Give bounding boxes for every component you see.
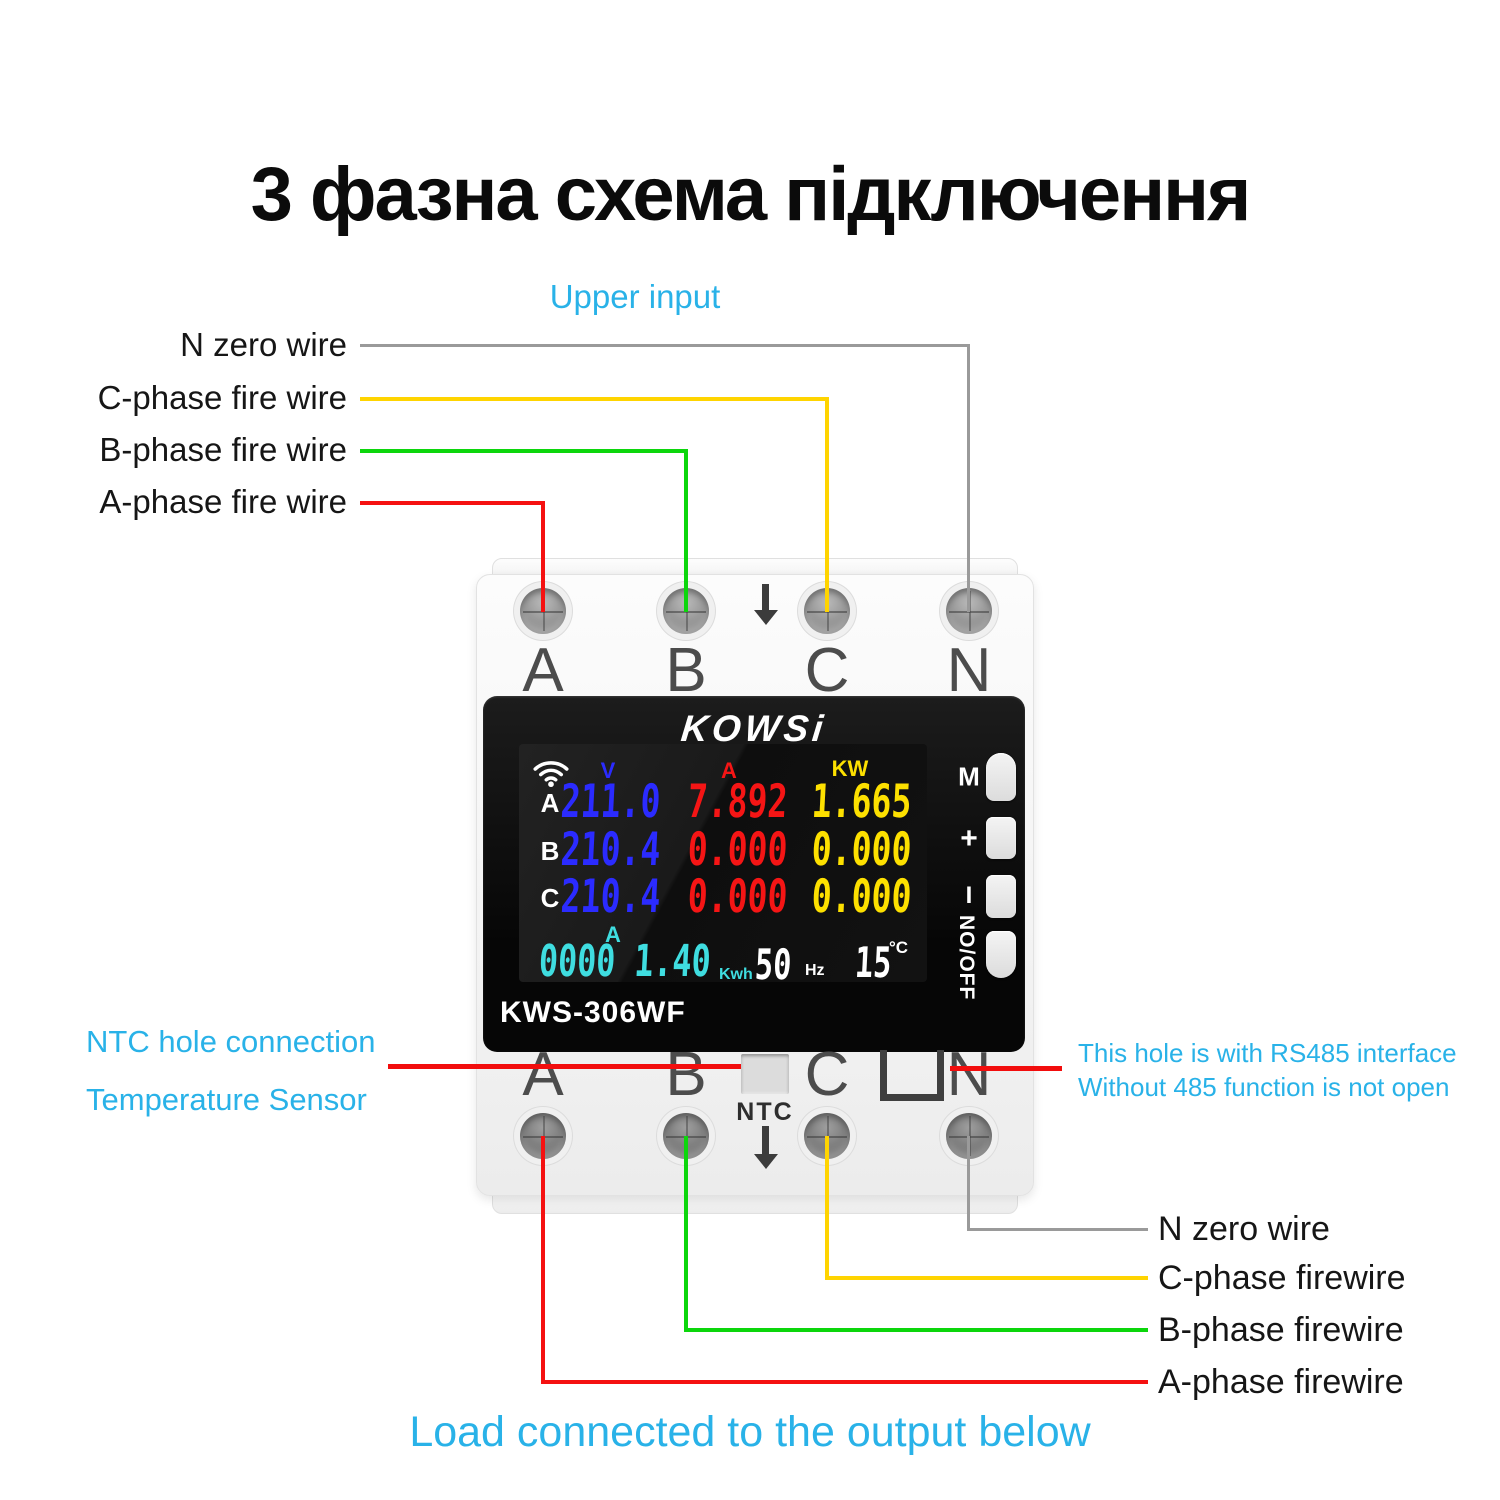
label-n-zero-wire-top: N zero wire (180, 326, 347, 363)
power-column-header: KW (831, 756, 869, 781)
terminal-letter-bottom-n: N (946, 1040, 992, 1109)
phase-b-power: 0.000 (809, 822, 913, 876)
wifi-icon (533, 761, 569, 788)
upper-input-label: Upper input (549, 278, 721, 315)
current-column-header: A (721, 758, 737, 783)
rs485-hole-mark-right (911, 1050, 944, 1101)
button-label-i: I (965, 882, 973, 909)
label-c-phase-fire-wire-top: C-phase fire wire (97, 379, 347, 416)
wire-b-bottom-vertical (684, 1136, 688, 1332)
label-b-phase-fire-wire-top: B-phase fire wire (99, 431, 347, 468)
ntc-leader-line (388, 1064, 741, 1069)
label-c-phase-firewire-bottom: C-phase firewire (1158, 1259, 1406, 1297)
frequency-unit: Hz (805, 962, 825, 979)
ntc-label: NTC (736, 1098, 794, 1126)
m-button (986, 753, 1016, 801)
label-a-phase-firewire-bottom: A-phase firewire (1158, 1363, 1404, 1401)
status-phase-indicator: A (605, 922, 621, 947)
wire-n-top-horizontal (360, 344, 970, 347)
wire-b-top-horizontal (360, 449, 688, 453)
wire-c-top-vertical (825, 397, 829, 612)
wire-c-bottom-vertical (825, 1136, 829, 1280)
phase-b-label: B (540, 836, 560, 866)
ntc-hole (741, 1054, 789, 1094)
lcd-screen: V A KW A 211.0 7.892 1.665 B 210.4 0.000… (519, 744, 927, 989)
frequency-reading: 50 (753, 940, 793, 989)
terminal-letter-bottom-b: B (665, 1040, 707, 1109)
output-arrow-icon (762, 1126, 769, 1154)
wire-a-bottom-vertical (541, 1136, 545, 1384)
load-output-note: Load connected to the output below (409, 1408, 1091, 1456)
button-label-m: M (958, 761, 980, 792)
button-label-plus: + (960, 822, 978, 855)
wire-b-top-vertical (684, 449, 688, 612)
terminal-letter-top-a: A (522, 636, 564, 705)
wire-c-top-horizontal (360, 397, 829, 401)
wire-c-bottom-horizontal (825, 1276, 1148, 1280)
button-label-no-off: NO/OFF (955, 915, 978, 1001)
rs485-leader-line (950, 1066, 1062, 1071)
voltage-column-header: V (600, 758, 616, 783)
label-b-phase-firewire-bottom: B-phase firewire (1158, 1311, 1404, 1349)
label-a-phase-fire-wire-top: A-phase fire wire (99, 483, 347, 520)
terminal-letter-top-c: C (804, 636, 850, 705)
input-arrow-icon (762, 584, 769, 610)
wire-b-bottom-horizontal (684, 1328, 1148, 1332)
plus-button (986, 817, 1016, 859)
wire-a-top-vertical (541, 501, 545, 612)
terminal-letter-top-n: N (946, 636, 992, 705)
phase-c-power: 0.000 (809, 869, 913, 923)
i-button (986, 875, 1016, 918)
ntc-note-line1: NTC hole connection (86, 1024, 376, 1059)
wire-n-bottom-vertical (967, 1136, 970, 1231)
no-off-button (986, 931, 1016, 978)
rs485-note-line2: Without 485 function is not open (1078, 1072, 1450, 1102)
rs485-note-line1: This hole is with RS485 interface (1078, 1038, 1457, 1068)
energy-unit: Kwh (719, 966, 753, 983)
wire-a-top-horizontal (360, 501, 545, 505)
rs485-hole-mark-left (880, 1050, 913, 1101)
wire-n-bottom-horizontal (967, 1228, 1148, 1231)
wire-n-top-vertical (967, 344, 970, 612)
model-number: KWS-306WF (500, 996, 686, 1029)
output-arrow-head-icon (754, 1154, 778, 1169)
page-title: 3 фазна схема підключення (250, 151, 1252, 237)
wire-a-bottom-horizontal (541, 1380, 1148, 1384)
label-n-zero-wire-bottom: N zero wire (1158, 1210, 1330, 1248)
input-arrow-head-icon (754, 610, 778, 625)
phase-c-label: C (540, 883, 560, 913)
terminal-letter-bottom-c: C (804, 1040, 850, 1109)
terminal-letter-top-b: B (665, 636, 707, 705)
terminal-letter-bottom-a: A (522, 1040, 564, 1109)
phase-a-label: A (540, 788, 560, 818)
phase-a-power: 1.665 (809, 774, 913, 828)
temperature-unit: °C (889, 938, 909, 957)
ntc-note-line2: Temperature Sensor (86, 1082, 367, 1117)
